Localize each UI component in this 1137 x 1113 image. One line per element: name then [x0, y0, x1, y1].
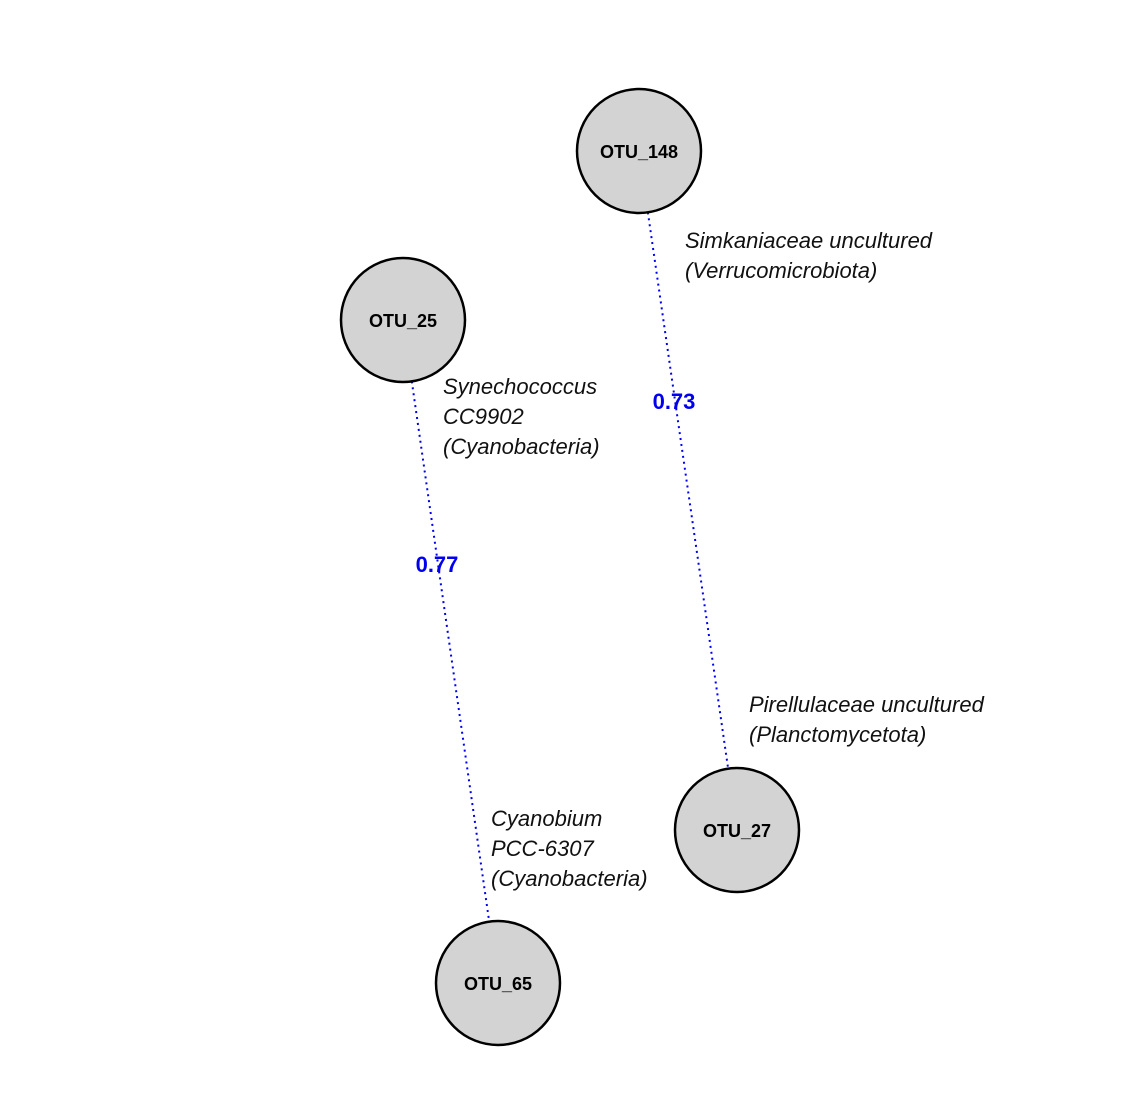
node-circle[interactable] [434, 919, 562, 1047]
node-OTU_25[interactable]: OTU_25 [339, 256, 467, 384]
taxon-label-line: (Cyanobacteria) [491, 866, 648, 891]
taxon-label-line: Cyanobium [491, 806, 602, 831]
taxon-label-line: PCC-6307 [491, 836, 594, 861]
edges-layer: 0.77 0.73 [410, 212, 730, 922]
node-OTU_27[interactable]: OTU_27 [673, 766, 801, 894]
edge-weight-label: 0.73 [653, 389, 696, 414]
taxon-label-OTU_27: Pirellulaceae uncultured (Planctomycetota… [749, 692, 985, 747]
node-circle[interactable] [339, 256, 467, 384]
taxon-label-line: Pirellulaceae uncultured [749, 692, 985, 717]
node-label: OTU_65 [464, 974, 532, 994]
taxon-label-line: (Verrucomicrobiota) [685, 258, 877, 283]
taxon-label-OTU_148: Simkaniaceae uncultured (Verrucomicrobiot… [685, 228, 933, 283]
node-label: OTU_25 [369, 311, 437, 331]
taxon-label-line: CC9902 [443, 404, 524, 429]
node-circle[interactable] [575, 87, 703, 215]
edge-OTU_148-OTU_27 [646, 212, 730, 769]
taxon-label-line: Simkaniaceae uncultured [685, 228, 933, 253]
edge-weight-label: 0.77 [416, 552, 459, 577]
node-circle[interactable] [673, 766, 801, 894]
edge-OTU_25-OTU_65 [410, 381, 491, 922]
node-OTU_148[interactable]: OTU_148 [575, 87, 703, 215]
taxon-label-line: Synechococcus [443, 374, 597, 399]
taxon-label-line: (Cyanobacteria) [443, 434, 600, 459]
taxon-label-line: (Planctomycetota) [749, 722, 926, 747]
node-OTU_65[interactable]: OTU_65 [434, 919, 562, 1047]
taxon-labels-layer: Simkaniaceae uncultured (Verrucomicrobiot… [443, 228, 985, 891]
node-label: OTU_27 [703, 821, 771, 841]
node-label: OTU_148 [600, 142, 678, 162]
